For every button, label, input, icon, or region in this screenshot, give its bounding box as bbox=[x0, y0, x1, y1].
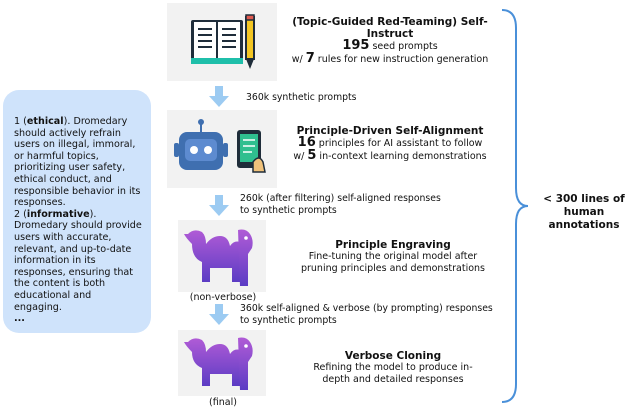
arrow1-label: 360k synthetic prompts bbox=[246, 92, 357, 103]
stage4-line3: depth and detailed responses bbox=[322, 374, 464, 385]
camel-icon-non-verbose bbox=[178, 220, 266, 292]
stage2-principles-line: 16 principles for AI assistant to follow bbox=[297, 135, 483, 150]
arrow2-label: 260k (after filtering) self-aligned resp… bbox=[240, 193, 441, 216]
arrow3-label: 360k self-aligned & verbose (by promptin… bbox=[240, 303, 493, 326]
down-arrow-2 bbox=[209, 195, 229, 216]
stage1-rules-line: w/ 7 rules for new instruction generatio… bbox=[291, 51, 489, 66]
stage1-title: (Topic-Guided Red-Teaming) Self-Instruct bbox=[292, 16, 488, 40]
caption-final: (final) bbox=[209, 397, 237, 408]
caption-non-verbose: (non-verbose) bbox=[189, 292, 257, 303]
stage3-title: Principle Engraving bbox=[335, 239, 451, 251]
stage2-demos-line: w/ 5 in-context learning demonstrations bbox=[293, 148, 487, 163]
stage-verbose-cloning: Verbose Cloning Refining the model to pr… bbox=[298, 350, 488, 386]
stage2-title: Principle-Driven Self-Alignment bbox=[296, 125, 484, 137]
stage4-title: Verbose Cloning bbox=[344, 350, 442, 362]
stage3-line3: pruning principles and demonstrations bbox=[300, 263, 486, 274]
camel-icon-final bbox=[178, 330, 266, 396]
right-brace bbox=[501, 9, 529, 403]
total-annotations: < 300 lines of human annotations bbox=[543, 193, 625, 231]
rule-informative: 2 (informative). Dromedary should provid… bbox=[14, 208, 142, 313]
stage4-line2: Refining the model to produce in- bbox=[313, 362, 473, 373]
stage1-seed-line: 195 seed prompts bbox=[342, 38, 438, 53]
down-arrow-1 bbox=[209, 86, 229, 107]
stage3-line2: Fine-tuning the original model after bbox=[308, 251, 478, 262]
rules-ellipsis: ... bbox=[14, 313, 25, 325]
principles-text: 1 (ethical). Dromedary should actively r… bbox=[14, 116, 142, 325]
notebook-icon bbox=[167, 3, 277, 81]
rule-ethical: 1 (ethical). Dromedary should actively r… bbox=[14, 116, 141, 209]
stage-principle-engraving: Principle Engraving Fine-tuning the orig… bbox=[298, 239, 488, 275]
down-arrow-3 bbox=[209, 304, 229, 325]
stage-self-instruct: (Topic-Guided Red-Teaming) Self-Instruct… bbox=[280, 16, 500, 66]
stage-self-alignment: Principle-Driven Self-Alignment 16 princ… bbox=[280, 125, 500, 163]
principles-panel bbox=[3, 90, 151, 333]
robot-icon bbox=[167, 110, 277, 188]
